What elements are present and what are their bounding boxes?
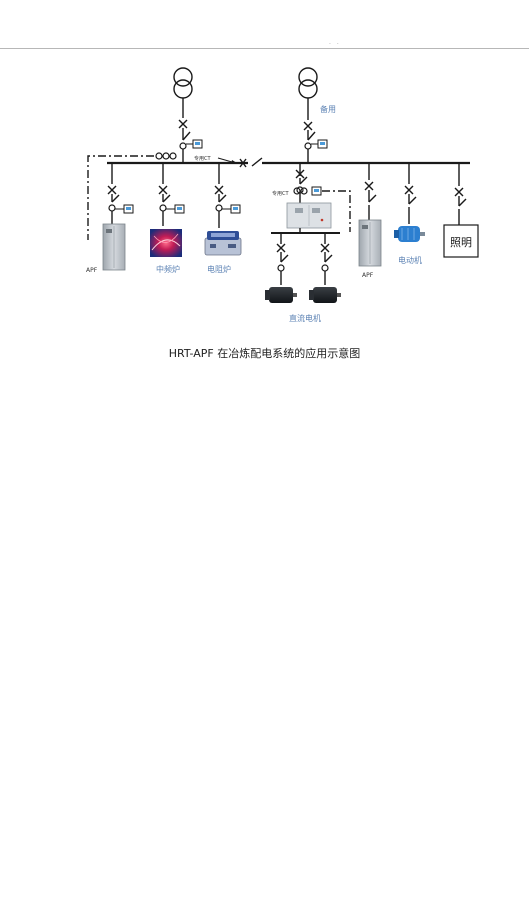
motor-label: 电动机 [398,255,422,265]
dc-motor-2-icon [309,287,341,303]
header-rule [0,48,529,49]
feeder-dc-drive [295,163,308,203]
ct-right-label: 专用CT [272,190,289,197]
ct-left-label: 专用CT [194,155,211,162]
transformer-right-icon [298,67,318,99]
breaker-right-main-icon [303,121,313,131]
motor-icon [394,226,425,242]
apf-left-label: APF [86,267,98,274]
feeder-lighting [454,163,467,225]
dc-motor-1-icon [265,287,297,303]
feeder-apf-left [107,163,120,224]
ct-left-icon [155,152,177,160]
breaker-left-main-icon [178,119,188,129]
dc-drive-cabinet-icon [286,202,332,229]
figure-caption: HRT-APF 在冶炼配电系统的应用示意图 [168,347,361,360]
feeder-dc-motor-2 [320,233,333,285]
dc-motor-label: 直流电机 [289,313,321,323]
intermediate-furnace-label: 中频炉 [156,264,180,274]
apf-right-cabinet-icon [358,219,382,267]
standby-label: 备用 [320,104,336,114]
feeder-resistance-furnace [214,163,227,228]
lighting-box [443,224,479,258]
lighting-label: 照明 [450,236,472,249]
feeder-apf-right [364,163,377,220]
intermediate-furnace-icon [150,229,182,257]
feeder-motor [404,163,417,224]
power-distribution-diagram: 专用CT 备用 APF [86,67,479,323]
resistance-furnace-icon [204,231,242,256]
resistance-furnace-label: 电阻炉 [207,264,231,274]
feeder-dc-motor-1 [276,233,289,285]
top-marker: · · [329,41,341,48]
feeder-intermediate-furnace [158,163,171,226]
apf-right-label: APF [362,272,374,279]
bus-coupler-icon [239,157,263,168]
transformer-left-icon [173,67,193,99]
apf-left-cabinet-icon [102,223,126,271]
ct-right-icon [293,187,308,195]
